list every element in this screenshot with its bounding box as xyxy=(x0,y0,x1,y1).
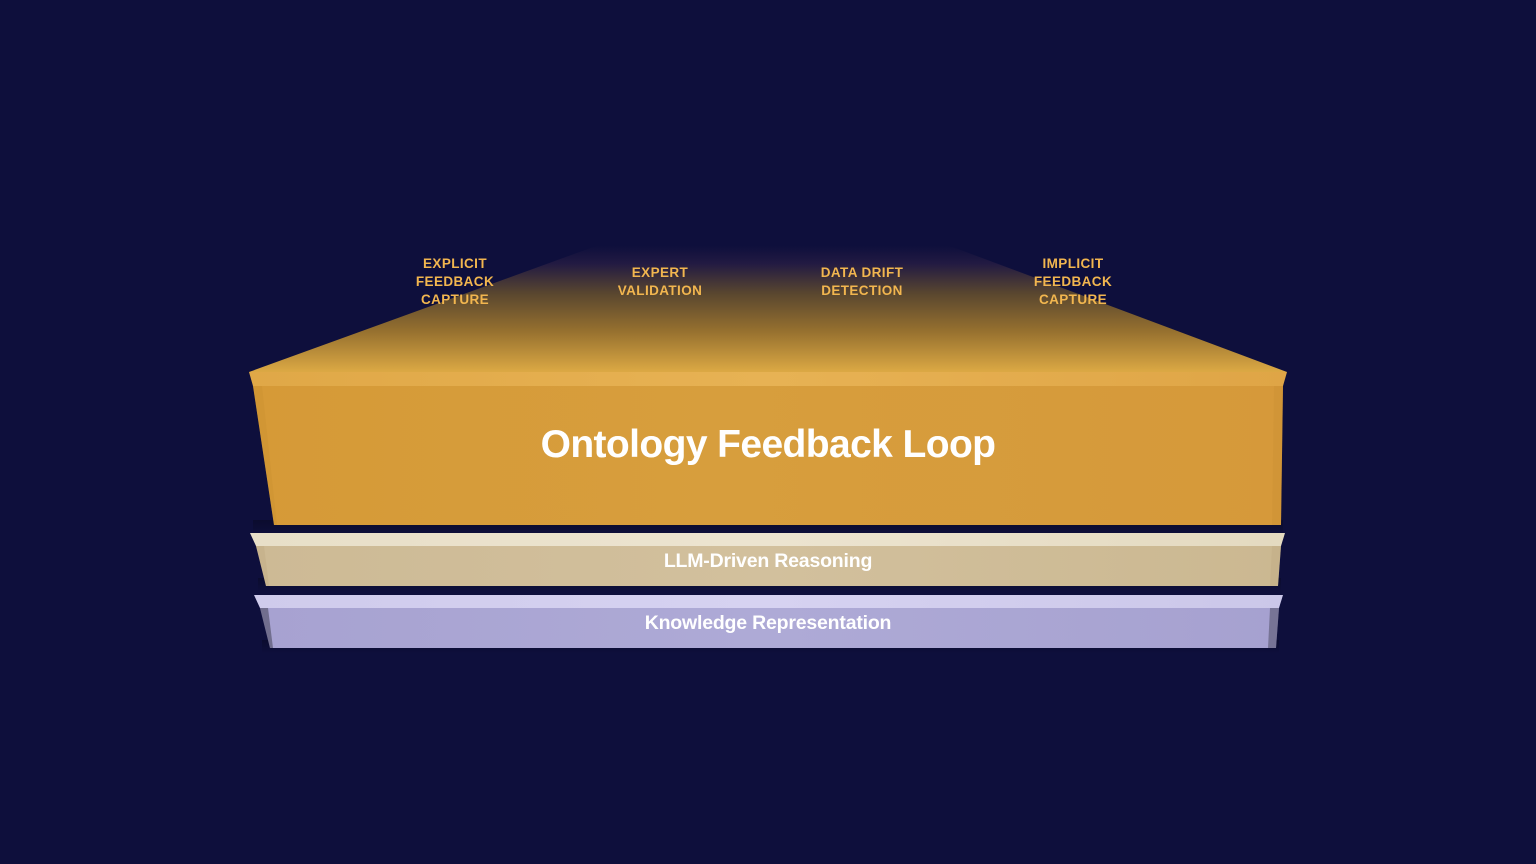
pyramid-cap xyxy=(249,246,1287,372)
layer-knowledge-representation[interactable] xyxy=(254,595,1283,654)
layer-ontology-feedback-loop[interactable] xyxy=(249,372,1287,536)
layer-llm-driven-reasoning[interactable] xyxy=(250,533,1285,592)
